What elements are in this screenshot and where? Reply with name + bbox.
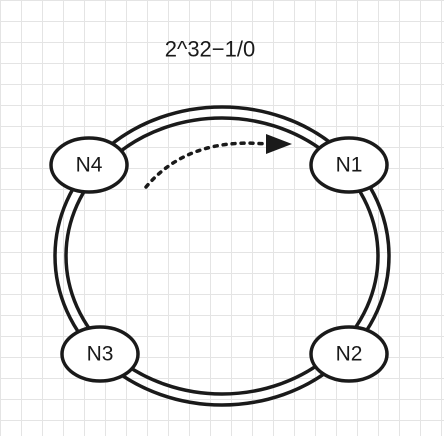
node-n4-label: N4 bbox=[76, 154, 103, 177]
node-n2-shape bbox=[309, 325, 389, 383]
node-n4: N4 bbox=[49, 136, 129, 194]
node-n3: N3 bbox=[60, 325, 140, 383]
node-n1-label: N1 bbox=[336, 154, 363, 177]
node-n2: N2 bbox=[309, 325, 389, 383]
arrow-dotted-line bbox=[144, 141, 268, 189]
ring-inner bbox=[64, 116, 380, 396]
node-n2-label: N2 bbox=[336, 343, 363, 366]
arrow-head bbox=[266, 134, 292, 154]
ring-outer bbox=[53, 105, 391, 407]
node-n1: N1 bbox=[309, 136, 389, 194]
node-n1-shape bbox=[309, 136, 389, 194]
node-n3-label: N3 bbox=[87, 343, 114, 366]
node-n3-shape bbox=[60, 325, 140, 383]
direction-arrow bbox=[144, 134, 292, 189]
node-n4-shape bbox=[49, 136, 129, 194]
hash-ring bbox=[53, 105, 391, 407]
ring-range-label: 2^32−1/0 bbox=[165, 37, 255, 62]
